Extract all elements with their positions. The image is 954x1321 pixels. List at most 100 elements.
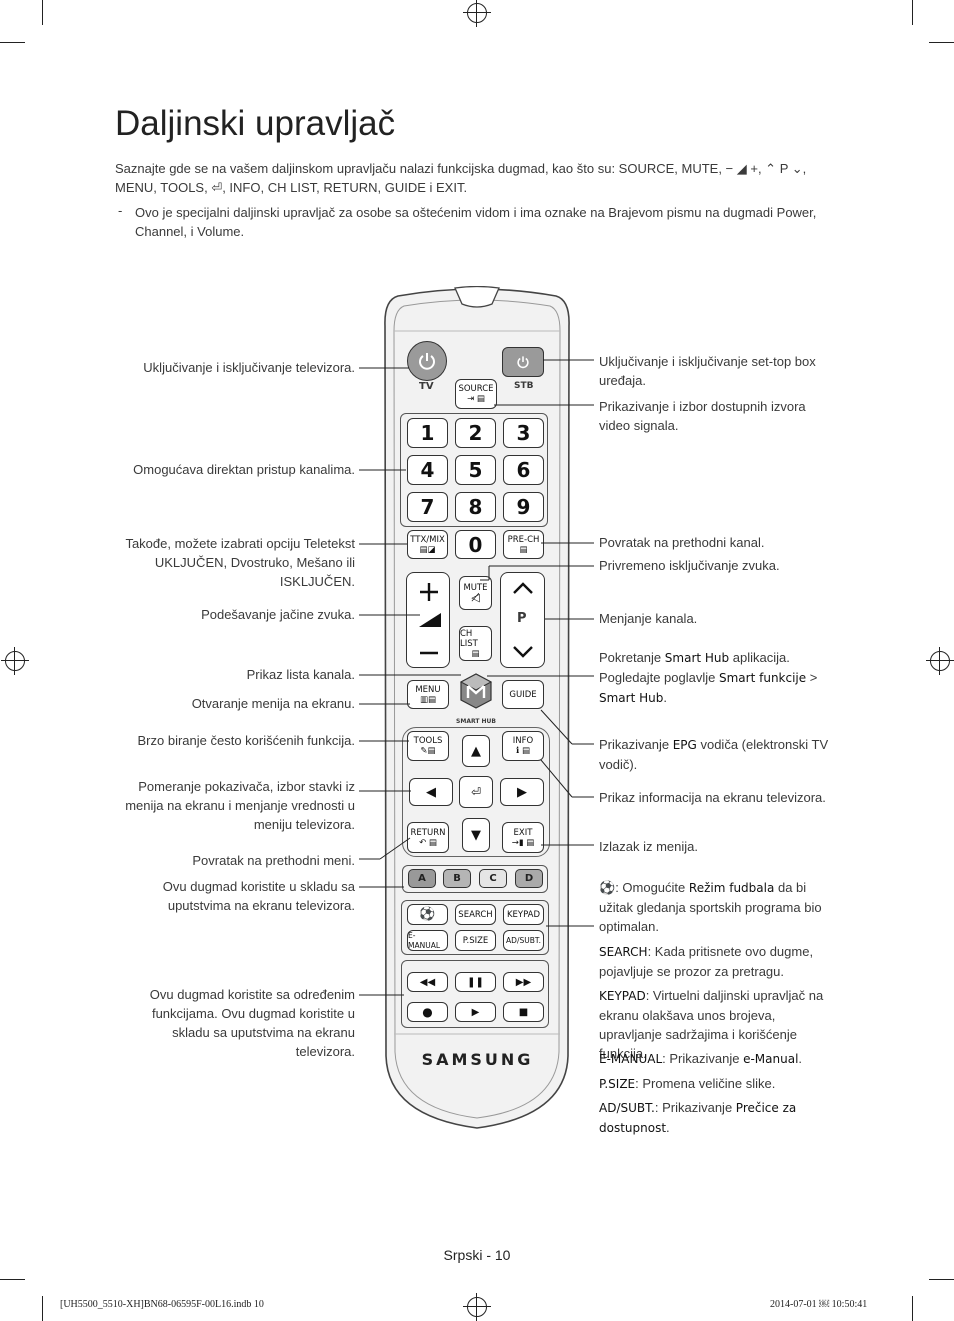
stb-power-button[interactable] — [502, 347, 544, 377]
search-button[interactable]: SEARCH — [455, 904, 496, 925]
color-button-b[interactable]: B — [443, 869, 471, 888]
e-manual-button[interactable]: E-MANUAL — [407, 930, 448, 951]
rewind-button[interactable]: ◀◀ — [407, 972, 448, 992]
label-tools: Brzo biranje često korišćenih funkcija. — [137, 733, 356, 748]
color-button-c[interactable]: C — [479, 869, 507, 888]
digit-button-9[interactable]: 9 — [503, 492, 544, 522]
keypad-button[interactable]: KEYPAD — [503, 904, 544, 925]
exit-icon: →▮ ▤ — [511, 837, 535, 848]
info-label: INFO — [512, 736, 534, 746]
digit-button-8[interactable]: 8 — [455, 492, 496, 522]
down-arrow-button[interactable]: ▼ — [462, 818, 490, 852]
label-menu: Otvaranje menija na ekranu. — [191, 696, 355, 711]
slug-right: 2014-07-01 ￼ 10:50:41 — [770, 1299, 868, 1310]
page-footer: Srpski - 10 — [443, 1247, 511, 1263]
pre-ch-label: PRE-CH — [507, 534, 540, 545]
digit-button-3[interactable]: 3 — [503, 418, 544, 448]
smart-hub-label: SMART HUB — [456, 718, 496, 725]
crop-mark — [912, 0, 913, 25]
digit-button-0[interactable]: 0 — [455, 530, 496, 559]
crop-mark — [42, 1296, 43, 1321]
fast-forward-button[interactable]: ▶▶ — [503, 972, 544, 992]
right-arrow-button[interactable]: ▶ — [500, 778, 544, 806]
up-arrow-button[interactable]: ▲ — [462, 735, 490, 767]
record-button[interactable]: ● — [407, 1002, 448, 1022]
digit-button-4[interactable]: 4 — [407, 455, 448, 485]
info-button[interactable]: INFO ℹ ▤ — [502, 731, 544, 761]
football-button[interactable]: ⚽ — [407, 904, 448, 925]
nav-cluster-frame — [402, 727, 550, 857]
return-button[interactable]: RETURN ↶ ▤ — [407, 822, 449, 853]
source-label: SOURCE — [458, 384, 494, 394]
label-ttx: Takođe, možete izabrati opciju Teletekst… — [125, 536, 355, 589]
exit-button[interactable]: EXIT →▮ ▤ — [502, 822, 544, 853]
menu-label: MENU — [415, 684, 441, 695]
digit-button-2[interactable]: 2 — [455, 418, 496, 448]
mute-button[interactable]: MUTE ◁̸ — [459, 576, 492, 610]
volume-rocker[interactable] — [406, 572, 450, 668]
smart-hub-button[interactable] — [459, 672, 493, 710]
digit-button-5[interactable]: 5 — [455, 455, 496, 485]
intro-line-1: Saznajte gde se na vašem daljinskom upra… — [115, 161, 807, 176]
tv-power-button[interactable] — [407, 341, 447, 381]
color-buttons-frame — [402, 865, 548, 893]
arrow-up-icon: ▲ — [471, 743, 481, 759]
label-navigation: Pomeranje pokazivača, izbor stavki iz me… — [125, 779, 355, 832]
label-numbers: Omogućava direktan pristup kanalima. — [133, 462, 355, 477]
list-icon: ▤ — [471, 648, 480, 659]
guide-button[interactable]: GUIDE — [502, 680, 544, 709]
label-return: Povratak na prethodni meni. — [192, 853, 355, 868]
source-button[interactable]: SOURCE ⇥ ▤ — [455, 379, 497, 409]
record-icon: ● — [422, 1005, 433, 1019]
stop-icon: ■ — [518, 1006, 529, 1018]
intro-line-2: MENU, TOOLS, ⏎, INFO, CH LIST, RETURN, G… — [115, 180, 468, 195]
crop-mark — [929, 42, 954, 43]
label-keypad: KEYPAD: Virtuelni daljinski upravljač na… — [599, 988, 824, 1061]
intro-text: Saznajte gde se na vašem daljinskom upra… — [115, 159, 845, 197]
pre-ch-icon: ▤ — [519, 544, 528, 555]
crop-mark — [42, 0, 43, 25]
crop-mark — [912, 1296, 913, 1321]
ad-subt-button[interactable]: AD/SUBT. — [503, 930, 544, 951]
registration-mark-icon — [463, 1293, 491, 1321]
play-button[interactable]: ▶ — [455, 1002, 496, 1022]
smart-hub-cube-icon — [459, 673, 493, 709]
color-button-a[interactable]: A — [408, 869, 436, 888]
p-size-button[interactable]: P.SIZE — [455, 930, 496, 951]
media-buttons-frame — [401, 960, 549, 1028]
left-arrow-button[interactable]: ◀ — [409, 778, 453, 806]
teletext-icon: ▤◪ — [419, 544, 436, 555]
ch-list-button[interactable]: CH LIST ▤ — [459, 626, 492, 661]
registration-mark-icon — [463, 0, 491, 27]
color-button-d[interactable]: D — [515, 869, 543, 888]
mute-icon: ◁̸ — [471, 591, 480, 604]
enter-button[interactable]: ⏎ — [459, 776, 493, 808]
label-tv-power: Uključivanje i isključivanje televizora. — [143, 360, 355, 375]
pre-ch-button[interactable]: PRE-CH ▤ — [503, 530, 544, 559]
tv-label: TV — [419, 381, 434, 392]
pause-icon: ❚❚ — [467, 976, 484, 988]
slug-left: [UH5500_5510-XH]BN68-06595F-00L16.indb 1… — [60, 1299, 264, 1310]
label-channel: Menjanje kanala. — [599, 611, 698, 626]
digit-button-7[interactable]: 7 — [407, 492, 448, 522]
registration-mark-icon — [926, 647, 954, 675]
label-media-buttons: Ovu dugmad koristite sa određenim funkci… — [149, 987, 355, 1059]
channel-p-label: P — [517, 611, 527, 626]
menu-button[interactable]: MENU ▥▤ — [407, 680, 449, 709]
crop-mark — [929, 1279, 954, 1280]
tools-button[interactable]: TOOLS ✎▤ — [407, 731, 449, 761]
mute-label: MUTE — [463, 583, 488, 593]
ttx-mix-button[interactable]: TTX/MIX ▤◪ — [407, 530, 448, 559]
stop-button[interactable]: ■ — [503, 1002, 544, 1022]
digit-button-1[interactable]: 1 — [407, 418, 448, 448]
channel-rocker[interactable]: P — [500, 572, 545, 668]
label-ch-list: Prikaz lista kanala. — [246, 667, 355, 682]
chevron-down-icon — [513, 646, 533, 658]
pause-button[interactable]: ❚❚ — [455, 972, 496, 992]
digit-button-6[interactable]: 6 — [503, 455, 544, 485]
play-icon: ▶ — [471, 1006, 480, 1018]
arrow-down-icon: ▼ — [471, 827, 481, 843]
ch-list-label: CH LIST — [460, 628, 478, 649]
arrow-left-icon: ◀ — [426, 784, 436, 800]
